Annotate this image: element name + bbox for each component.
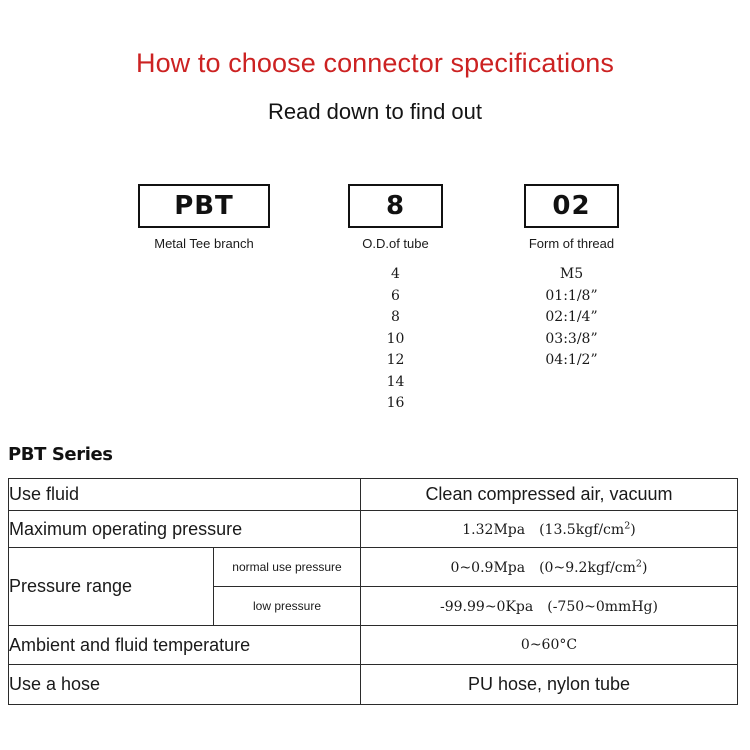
table-row: Use a hose PU hose, nylon tube (8, 664, 738, 705)
option-list-tube-od: 4 6 8 10 12 14 16 (348, 264, 443, 415)
list-item: 14 (386, 373, 405, 390)
table-row: Use fluid Clean compressed air, vacuum (8, 478, 738, 511)
page-subtitle: Read down to find out (267, 99, 483, 124)
value-superscript: 2 (624, 520, 631, 532)
code-box-series-value: PBT (174, 191, 234, 221)
list-item: M5 (559, 266, 584, 282)
caption-thread: Form of thread (528, 236, 615, 251)
code-box-thread-value: 02 (552, 191, 591, 221)
cell-max-pressure-label: Maximum operating pressure (8, 510, 361, 548)
value-tail: ) (630, 522, 636, 538)
list-item: 4 (391, 266, 400, 282)
caption-tube-od: O.D.of tube (362, 236, 429, 251)
cell-low-pressure-value: -99.99~0Kpa (-750~0mmHg) (360, 586, 738, 626)
list-item: 04:1/2” (545, 352, 598, 368)
cell-temperature-value: 0~60°C (360, 625, 738, 665)
table-row: Ambient and fluid temperature 0~60°C (8, 625, 738, 665)
value-tail: ) (641, 560, 648, 576)
list-item: 02:1/4” (545, 309, 598, 325)
caption-series: Metal Tee branch (154, 236, 254, 251)
spec-section-heading: PBT Series (8, 444, 113, 465)
list-item: 03:3/8” (545, 330, 598, 347)
code-box-series: PBT (138, 184, 270, 228)
option-list-thread: M5 01:1/8” 02:1/4” 03:3/8” 04:1/2” (500, 264, 643, 372)
table-row: Maximum operating pressure 1.32Mpa (13.5… (8, 510, 738, 548)
code-box-tube-od-value: 8 (385, 191, 406, 221)
list-item: 12 (386, 352, 405, 368)
cell-temperature-label: Ambient and fluid temperature (8, 625, 361, 665)
cell-low-pressure-sublabel: low pressure (213, 586, 361, 626)
specification-table: Use fluid Clean compressed air, vacuum M… (8, 478, 738, 705)
cell-normal-use-pressure-value: 0~0.9Mpa (0~9.2kgf/cm2) (360, 547, 738, 587)
cell-use-fluid-label: Use fluid (8, 478, 361, 511)
list-item: 10 (386, 330, 405, 347)
list-item: 01:1/8” (545, 287, 598, 304)
cell-hose-label: Use a hose (8, 664, 361, 705)
code-box-tube-od: 8 (348, 184, 443, 228)
cell-use-fluid-value: Clean compressed air, vacuum (360, 478, 738, 511)
cell-normal-use-pressure-sublabel: normal use pressure (213, 547, 361, 587)
cell-hose-value: PU hose, nylon tube (360, 664, 738, 705)
list-item: 16 (386, 395, 405, 411)
list-item: 6 (391, 287, 400, 304)
cell-pressure-range-label: Pressure range (8, 547, 214, 626)
page-title: How to choose connector specifications (135, 48, 615, 78)
value-superscript: 2 (635, 558, 642, 570)
value-main: 1.32Mpa (13.5kgf/cm (462, 522, 625, 538)
cell-max-pressure-value: 1.32Mpa (13.5kgf/cm2) (360, 510, 738, 548)
table-row: Pressure range normal use pressure 0~0.9… (8, 547, 738, 626)
code-box-thread: 02 (524, 184, 619, 228)
value-main: 0~0.9Mpa (0~9.2kgf/cm (450, 560, 636, 576)
list-item: 8 (391, 309, 400, 325)
